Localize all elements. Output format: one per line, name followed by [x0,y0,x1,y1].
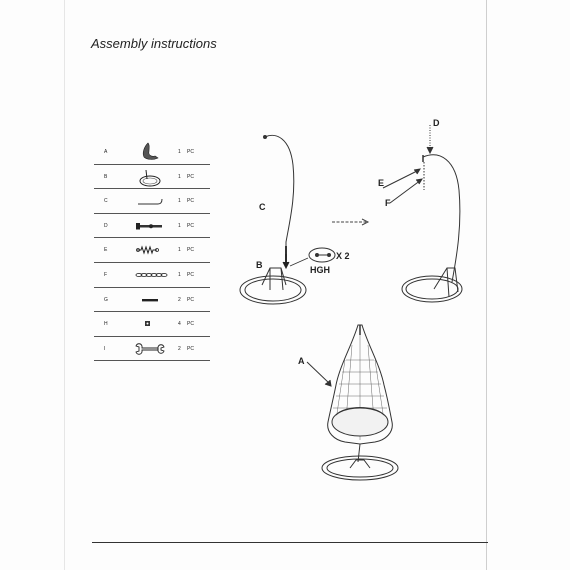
pole-icon [138,199,163,205]
nut-icon [145,321,150,327]
pin-icon [142,298,158,301]
chain-icon [135,272,168,278]
wrench-icon [135,343,165,355]
part-unit: PC [187,271,194,278]
part-qty: 2 [178,345,181,352]
part-letter: D [104,222,108,229]
label-e: E [378,178,384,188]
part-qty: 1 [178,247,181,254]
label-a: A [298,356,305,366]
part-unit: PC [187,296,194,303]
label-hardware-count: X 2 [336,251,350,261]
step-3-illustration [306,324,399,481]
parts-list-item: H 4 PC [94,312,210,337]
part-letter: B [104,173,108,180]
label-b: B [256,260,263,270]
sheet-left-edge [64,0,65,570]
parts-list-item: E 1 PC [94,238,210,263]
footer-rule [92,542,488,543]
part-letter: A [104,149,108,155]
part-qty: 1 [178,149,181,155]
step-arrow [332,218,370,226]
part-qty: 1 [178,198,181,205]
step-2-illustration [382,125,463,303]
part-unit: PC [187,345,194,352]
label-hgh: HGH [310,265,330,275]
part-qty: 4 [178,321,181,328]
sheet-right-edge [486,0,487,570]
step-1-illustration [239,134,336,305]
label-d: D [433,118,440,128]
part-qty: 1 [178,222,181,229]
parts-list-item: I 2 PC [94,337,210,362]
base-b [239,275,307,305]
hardware-hgh [308,247,336,263]
part-letter: H [104,321,108,328]
parts-list-item: D 1 PC [94,214,210,239]
part-unit: PC [187,149,194,155]
parts-list-item: F 1 PC [94,263,210,288]
spring-icon [136,245,159,255]
parts-list-item: A 1 PC [94,140,210,165]
parts-list-item: C 1 PC [94,189,210,214]
part-unit: PC [187,173,194,180]
part-letter: F [104,271,108,278]
part-letter: C [104,198,108,205]
part-qty: 1 [178,173,181,180]
part-unit: PC [187,198,194,205]
pole-c [264,134,295,262]
part-letter: E [104,247,108,254]
part-letter: I [104,345,106,352]
part-unit: PC [187,247,194,254]
part-qty: 1 [178,271,181,278]
bolt-icon [136,222,162,230]
parts-list: A 1 PC B 1 PC C 1 PC D [94,140,210,362]
seat-icon [142,142,159,160]
parts-list-item: B 1 PC [94,165,210,190]
page-title: Assembly instructions [91,36,217,51]
part-unit: PC [187,222,194,229]
label-f: F [385,198,391,208]
part-letter: G [104,296,108,303]
parts-list-item: G 2 PC [94,288,210,313]
part-unit: PC [187,321,194,328]
label-c: C [259,202,266,212]
base-icon [139,169,161,187]
part-qty: 2 [178,296,181,303]
